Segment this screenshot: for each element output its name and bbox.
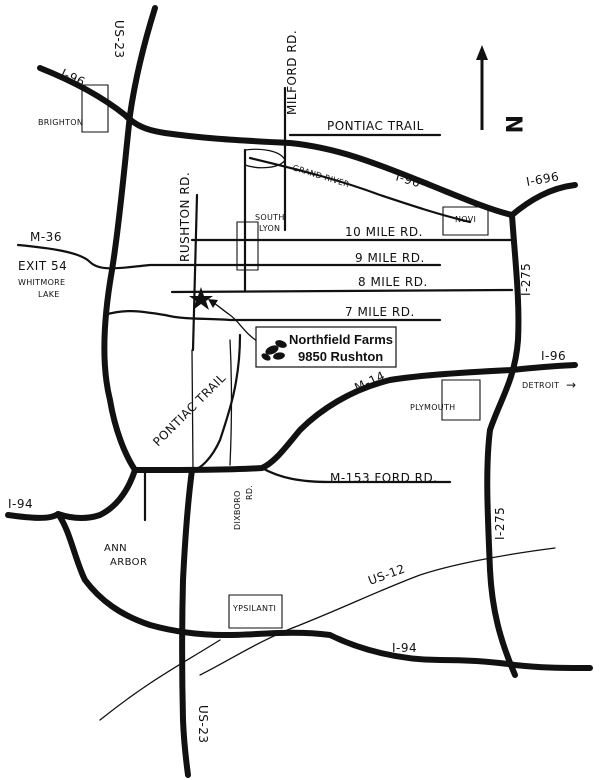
label-m14: M-14	[352, 369, 387, 395]
label-exit54: EXIT 54	[18, 259, 67, 273]
label-m36: M-36	[30, 230, 62, 244]
road-m36	[16, 243, 442, 270]
label-us23-south: US-23	[196, 705, 210, 744]
road-rushton-extension	[191, 349, 194, 471]
label-dixboro-rd: RD.	[245, 485, 254, 500]
road-m153	[260, 466, 452, 484]
label-grand-river: GRAND RIVER	[291, 163, 350, 189]
road-seven-mile	[103, 310, 442, 322]
highway-i96-east	[509, 362, 578, 373]
label-i94-west: I-94	[8, 497, 33, 511]
label-seven-mile: 7 MILE RD.	[345, 305, 415, 319]
town-south-lyon-blob	[244, 148, 286, 169]
north-arrow-icon	[476, 45, 488, 130]
road-arrow-pointer	[211, 301, 263, 345]
highway-i94-west	[5, 511, 593, 671]
highway-us23-south	[179, 467, 195, 778]
label-ypsilanti: YPSILANTI	[232, 604, 276, 613]
detroit-arrow-icon: →	[566, 378, 577, 392]
road-us12	[199, 547, 556, 676]
label-arbor: ARBOR	[110, 557, 147, 568]
highway-i275	[484, 212, 522, 678]
road-grand-river	[248, 156, 472, 224]
label-detroit: DETROIT	[522, 381, 559, 390]
label-novi: NOVI	[455, 215, 476, 224]
road-eight-mile	[170, 288, 514, 294]
label-whitmore: WHITMORE	[18, 278, 65, 287]
label-milford-rd: MILFORD RD.	[285, 30, 299, 115]
label-brighton: BRIGHTON	[38, 118, 83, 127]
pointer-arrowhead	[208, 299, 218, 308]
label-pontiac-trail-north: PONTIAC TRAIL	[327, 119, 424, 133]
label-pontiac-trail-south: PONTIAC TRAIL	[150, 371, 228, 449]
destination-name: Northfield Farms	[289, 332, 393, 347]
road-rushton	[191, 193, 199, 352]
road-pontiac-trail-south	[190, 333, 242, 472]
label-i275-south: I-275	[493, 507, 507, 540]
label-ann: ANN	[104, 543, 127, 554]
north-label: N	[500, 115, 525, 134]
label-lyon: LYON	[259, 224, 280, 233]
label-us23-north: US-23	[112, 20, 126, 59]
town-south-lyon-outline	[236, 221, 259, 271]
label-lake: LAKE	[38, 290, 60, 299]
label-i96-east: I-96	[541, 349, 566, 363]
label-i275-north: I-275	[519, 263, 533, 296]
label-eight-mile: 8 MILE RD.	[358, 275, 428, 289]
road-ypsi-sw	[99, 639, 221, 721]
label-nine-mile: 9 MILE RD.	[355, 251, 425, 265]
highway-us23-north	[55, 5, 158, 521]
town-plymouth-outline	[441, 379, 481, 421]
label-i696: I-696	[525, 169, 560, 189]
destination-address: 9850 Rushton	[298, 349, 383, 364]
label-rushton-rd: RUSHTON RD.	[178, 172, 192, 262]
label-i94-south: I-94	[392, 641, 417, 655]
label-ten-mile: 10 MILE RD.	[345, 225, 423, 239]
destination-callout: Northfield Farms 9850 Rushton	[255, 326, 397, 368]
town-ypsilanti-outline	[228, 594, 283, 629]
label-us12: US-12	[366, 561, 407, 587]
road-dixboro	[229, 339, 233, 466]
town-novi-outline	[442, 206, 489, 236]
town-brighton-outline	[81, 84, 109, 133]
farm-location-star-icon	[189, 287, 213, 310]
label-plymouth: PLYMOUTH	[410, 403, 455, 412]
label-i96-mid: I-96	[394, 169, 422, 190]
label-m153: M-153 FORD RD.	[330, 471, 438, 485]
leaf-icon	[261, 340, 287, 361]
label-south: SOUTH	[255, 213, 285, 222]
highway-m14	[132, 367, 515, 473]
label-dixboro: DIXBORO	[233, 490, 242, 530]
